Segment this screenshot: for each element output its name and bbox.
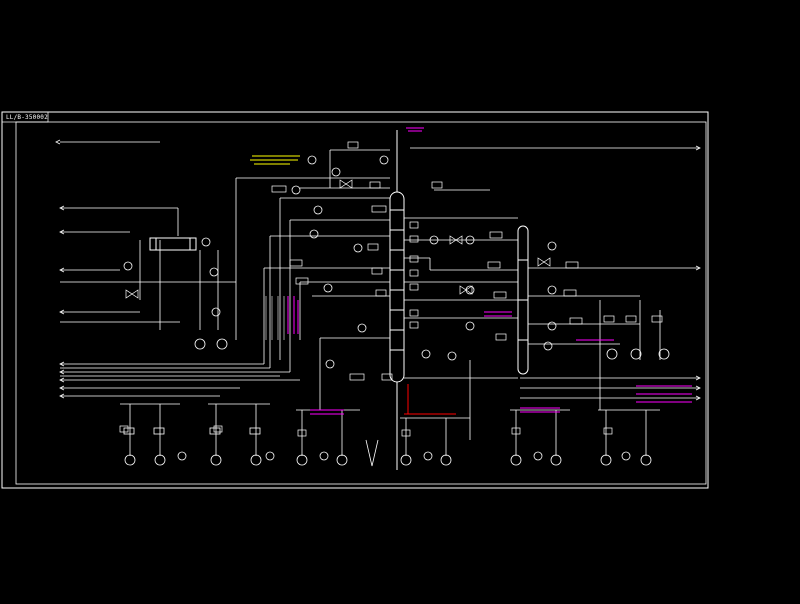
flow-arrow-icon bbox=[55, 139, 61, 145]
valve-icon bbox=[455, 235, 463, 245]
instrument-bubble-icon bbox=[307, 155, 317, 165]
instrument-bubble-icon bbox=[323, 283, 333, 293]
instrument-bubble-icon bbox=[319, 451, 329, 461]
instrument-bubble-icon bbox=[447, 351, 457, 361]
flow-arrow-icon bbox=[59, 377, 65, 383]
heat-exchanger-icon bbox=[149, 237, 197, 251]
highlighted-lines bbox=[287, 127, 692, 415]
instrument-bubble-icon bbox=[379, 155, 389, 165]
instrument-bubble-icon bbox=[421, 349, 431, 359]
instrument-bubble-icon bbox=[353, 243, 363, 253]
flow-arrow-icon bbox=[695, 375, 701, 381]
pump-icon bbox=[510, 454, 522, 466]
flow-arrow-icon bbox=[59, 267, 65, 273]
pump-group-6 bbox=[598, 409, 660, 466]
flow-arrow-icon bbox=[59, 229, 65, 235]
pump-icon bbox=[600, 454, 612, 466]
valve-icon bbox=[449, 235, 457, 245]
instrument-bubble-icon bbox=[211, 307, 221, 317]
flow-arrow-icon bbox=[695, 145, 701, 151]
pump-group-5 bbox=[510, 409, 570, 466]
pump-icon bbox=[154, 454, 166, 466]
pump-icon bbox=[250, 454, 262, 466]
pump-icon bbox=[606, 348, 618, 360]
flow-arrow-icon bbox=[59, 205, 65, 211]
pump-icon bbox=[630, 348, 642, 360]
instrument-bubbles bbox=[123, 155, 631, 461]
instrument-bubble-icon bbox=[209, 267, 219, 277]
pump-icon bbox=[440, 454, 452, 466]
left-process-lines bbox=[60, 207, 300, 397]
flow-arrows bbox=[55, 139, 701, 401]
equipment-tags bbox=[119, 141, 663, 437]
instrument-bubble-icon bbox=[177, 451, 187, 461]
pump-icon bbox=[336, 454, 348, 466]
flow-arrow-icon bbox=[59, 385, 65, 391]
valve-icon bbox=[543, 257, 551, 267]
instrument-bubble-icon bbox=[465, 321, 475, 331]
valve-icon bbox=[131, 289, 139, 299]
flow-arrow-icon bbox=[695, 265, 701, 271]
pump-icon bbox=[400, 454, 412, 466]
instrument-bubble-icon bbox=[265, 451, 275, 461]
valve-icon bbox=[345, 179, 353, 189]
pump-icon bbox=[210, 454, 222, 466]
pump-group-3 bbox=[296, 409, 379, 467]
instrument-bubble-icon bbox=[533, 451, 543, 461]
instrument-bubble-icon bbox=[123, 261, 133, 271]
right-process-lines bbox=[404, 189, 700, 440]
flow-arrow-icon bbox=[59, 393, 65, 399]
instrument-bubble-icon bbox=[291, 185, 301, 195]
flow-arrow-icon bbox=[59, 361, 65, 367]
drawing-title: LL/B-350002 bbox=[6, 114, 48, 121]
pump-icon bbox=[550, 454, 562, 466]
instrument-bubble-icon bbox=[309, 229, 319, 239]
line-bundle bbox=[265, 296, 285, 340]
instrument-bubble-icon bbox=[621, 451, 631, 461]
instrument-bubble-icon bbox=[429, 235, 439, 245]
instrument-bubble-icon bbox=[331, 167, 341, 177]
pump-group-2 bbox=[208, 403, 270, 466]
side-column bbox=[517, 225, 529, 375]
pump-group-7 bbox=[194, 338, 670, 360]
instrument-bubble-icon bbox=[547, 241, 557, 251]
flow-arrow-icon bbox=[695, 395, 701, 401]
pump-group-1 bbox=[120, 403, 180, 466]
instrument-bubble-icon bbox=[465, 235, 475, 245]
instrument-bubble-icon bbox=[543, 341, 553, 351]
main-column bbox=[389, 130, 405, 470]
pump-icon bbox=[194, 338, 206, 350]
valve-icon bbox=[465, 285, 473, 295]
flow-arrow-icon bbox=[59, 309, 65, 315]
instrument-bubble-icon bbox=[547, 321, 557, 331]
instrument-bubble-icon bbox=[201, 237, 211, 247]
red-flow-line bbox=[404, 384, 456, 415]
instrument-bubble-icon bbox=[547, 285, 557, 295]
pump-icon bbox=[640, 454, 652, 466]
valve-icon bbox=[537, 257, 545, 267]
flow-arrow-icon bbox=[59, 369, 65, 375]
flow-arrow-icon bbox=[695, 385, 701, 391]
valve-icon bbox=[339, 179, 347, 189]
drawing-border bbox=[1, 111, 709, 489]
instrument-bubble-icon bbox=[313, 205, 323, 215]
valve-icon bbox=[125, 289, 133, 299]
instrument-bubble-icon bbox=[423, 451, 433, 461]
instrument-bubble-icon bbox=[325, 359, 335, 369]
inner-frame bbox=[15, 121, 707, 485]
title-box bbox=[1, 111, 49, 123]
pump-icon bbox=[658, 348, 670, 360]
instrument-bubble-icon bbox=[357, 323, 367, 333]
pump-icon bbox=[216, 338, 228, 350]
valve-icon bbox=[459, 285, 467, 295]
pump-group-4 bbox=[400, 417, 470, 466]
valves bbox=[125, 179, 551, 299]
pump-icon bbox=[124, 454, 136, 466]
yellow-note bbox=[250, 155, 300, 165]
pump-icon bbox=[296, 454, 308, 466]
